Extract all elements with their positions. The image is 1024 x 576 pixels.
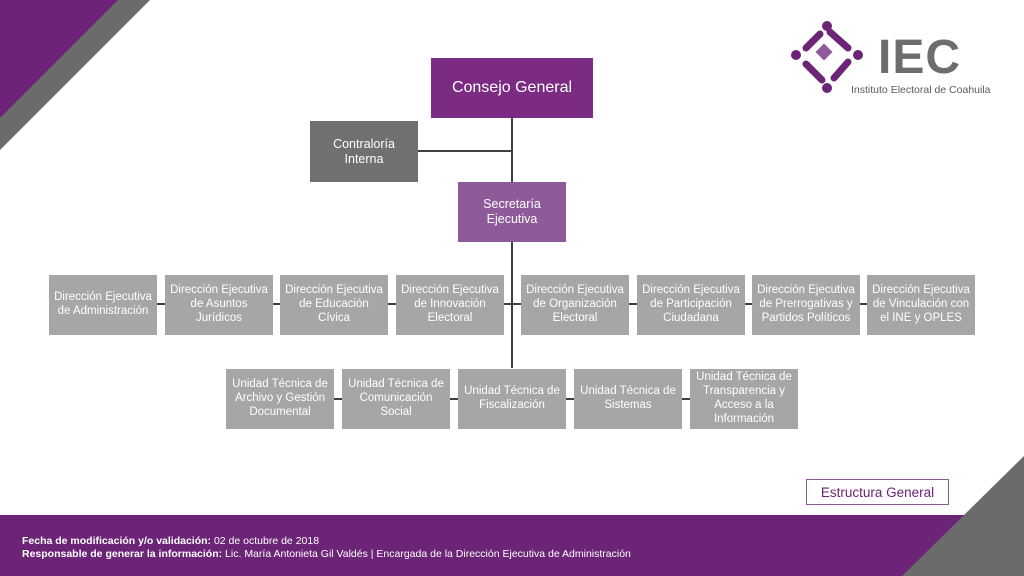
iec-logo-icon [791,21,863,93]
direccion-administracion-box: Dirección Ejecutiva de Administración [49,275,157,335]
footer-line-date: Fecha de modificación y/o validación: 02… [22,535,319,547]
direccion-innovacion-electoral-box: Dirección Ejecutiva de Innovación Electo… [396,275,504,335]
consejo-general-box: Consejo General [431,58,593,118]
connector-direcciones-row [100,303,920,305]
logo-name: IEC [878,31,962,84]
direccion-prerrogativas-box: Dirección Ejecutiva de Prerrogativas y P… [752,275,860,335]
unidad-archivo-box: Unidad Técnica de Archivo y Gestión Docu… [226,369,334,429]
footer-line-responsable: Responsable de generar la información: L… [22,548,631,560]
unidad-fiscalizacion-box: Unidad Técnica de Fiscalización [458,369,566,429]
connector-contraloria [418,150,512,152]
connector-secretaria-down [511,242,513,368]
corner-decoration-bottom-right [902,456,1024,576]
direccion-organizacion-electoral-box: Dirección Ejecutiva de Organización Elec… [521,275,629,335]
secretaria-ejecutiva-box: Secretaría Ejecutiva [458,182,566,242]
direccion-educacion-civica-box: Dirección Ejecutiva de Educación Cívica [280,275,388,335]
unidad-sistemas-box: Unidad Técnica de Sistemas [574,369,682,429]
unidad-comunicacion-box: Unidad Técnica de Comunicación Social [342,369,450,429]
footer-responsable-label: Responsable de generar la información: [22,548,223,560]
unidad-transparencia-box: Unidad Técnica de Transparencia y Acceso… [690,369,798,429]
footer-responsable-value: Lic. María Antonieta Gil Valdés | Encarg… [222,548,631,560]
contraloria-interna-box: Contraloría Interna [310,121,418,182]
corner-decoration-top-left [0,0,150,150]
direccion-vinculacion-box: Dirección Ejecutiva de Vinculación con e… [867,275,975,335]
direccion-participacion-ciudadana-box: Dirección Ejecutiva de Participación Ciu… [637,275,745,335]
logo-subtitle: Instituto Electoral de Coahuila [851,84,991,96]
footer-date-value: 02 de octubre de 2018 [211,535,320,547]
section-label: Estructura General [806,479,949,505]
direccion-asuntos-juridicos-box: Dirección Ejecutiva de Asuntos Jurídicos [165,275,273,335]
footer-date-label: Fecha de modificación y/o validación: [22,535,212,547]
footer-bar [0,515,1024,576]
connector-main-vertical [511,118,513,182]
